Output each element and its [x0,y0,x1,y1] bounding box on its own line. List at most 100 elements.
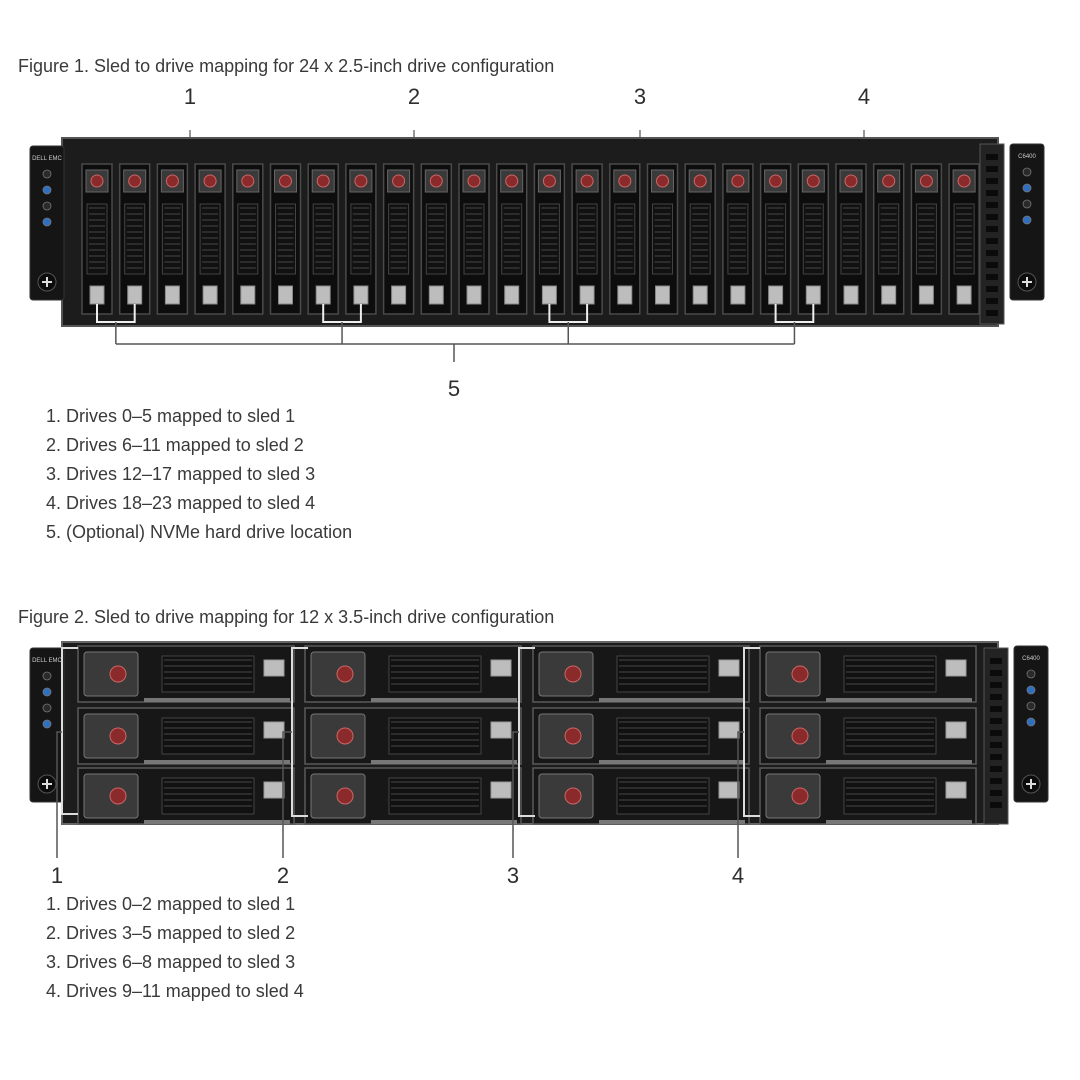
right-control-panel-status-led [1026,669,1036,679]
figure-1-callout-2: 2 [407,84,421,109]
figure-1-nvme-leaders [96,304,815,362]
side-vent-slot [986,250,998,256]
side-vent-slot [990,754,1002,760]
drive-grille [843,717,937,755]
left-control-panel-status-led [42,687,52,697]
drive-label-tab [730,285,746,305]
side-vent-slot [990,670,1002,676]
side-vent-slot [990,718,1002,724]
drive-release-button-icon [109,665,127,683]
figure-1-drive-bays [81,163,980,315]
drive-release-button-icon [542,174,556,188]
drive-label-tab [718,781,740,799]
figure-2-callout-4: 4 [731,863,745,888]
drive-release-button-icon [919,174,933,188]
drive-release-button-icon [564,665,582,683]
right-control-panel-status-led [1022,199,1032,209]
side-vent-slot [986,166,998,172]
side-vent-slot [986,298,998,304]
drive-label-tab [945,781,967,799]
drive-release-button-icon [241,174,255,188]
drive-release-button-icon [128,174,142,188]
drive-label-tab [263,659,285,677]
drive-release-button-icon [731,174,745,188]
drive-grille [161,717,255,755]
figure-1-callout-4: 4 [857,84,871,109]
side-vent-slot [990,742,1002,748]
right-control-panel-status-led [1026,701,1036,711]
side-vent-slot [990,730,1002,736]
drive-release-button-icon [354,174,368,188]
side-vent-slot [986,310,998,316]
figure-1-callout-1: 1 [183,84,197,109]
drive-label-tab [718,659,740,677]
drive-grille [388,717,482,755]
drive-label-tab [89,285,105,305]
sled-bracket [61,647,78,815]
side-vent-slot [990,706,1002,712]
drive-release-button-icon [279,174,292,188]
side-vent-slot [986,238,998,244]
drive-release-button-icon [336,665,354,683]
drive-label-tab [956,285,972,305]
drive-label-tab [881,285,897,305]
drive-rail [826,698,972,702]
drive-grille [616,655,710,693]
drive-grille [616,717,710,755]
drive-label-tab [945,721,967,739]
drive-rail [599,760,745,764]
drive-label-tab [918,285,934,305]
drive-label-tab [692,285,708,305]
right-control-panel-label: C6400 [1018,154,1036,160]
drive-label-tab [718,721,740,739]
drive-release-button-icon [882,174,896,188]
left-control-panel-plus-icon [42,277,52,287]
side-vent [979,143,1005,325]
drive-rail [144,698,290,702]
drive-release-button-icon [806,174,820,188]
right-control-panel-status-led [1022,215,1032,225]
drive-label-tab [278,285,293,305]
drive-grille [843,655,937,693]
drive-label-tab [263,781,285,799]
drive-grille [616,777,710,815]
figure-1-legend-item: 1. Drives 0–5 mapped to sled 1 [46,406,296,426]
drive-grille [388,655,482,693]
drive-release-button-icon [109,727,127,745]
right-control-panel-status-led [1022,183,1032,193]
drive-release-button-icon [505,174,519,188]
callout-leader-line [512,731,519,858]
drive-label-tab [164,285,180,305]
drive-release-button-icon [109,787,127,805]
right-control-panel-plus-icon [1022,277,1032,287]
drive-label-tab [541,285,557,305]
drive-release-button-icon [844,174,858,188]
drive-label-tab [428,285,444,305]
drive-release-button-icon [656,174,669,188]
left-control-panel-status-led [42,217,52,227]
drive-rail [371,760,517,764]
figure-2-legend-item: 4. Drives 9–11 mapped to sled 4 [46,981,304,1001]
figure-2-callout-1: 1 [50,863,64,888]
figure-2-legend: 1. Drives 0–2 mapped to sled 1 2. Drives… [46,890,304,1006]
figure-2-drive-bays [77,645,977,825]
side-vent-slot [986,178,998,184]
drive-label-tab [315,285,331,305]
drive-label-tab [504,285,520,305]
drive-grille [388,777,482,815]
figure-2-legend-item: 2. Drives 3–5 mapped to sled 2 [46,923,296,943]
callout-leader-line [56,731,62,858]
left-control-panel-status-led [42,201,52,211]
figure-2-legend-item: 3. Drives 6–8 mapped to sled 3 [46,952,296,972]
figure-2-callout-2: 2 [276,863,290,888]
side-vent-slot [986,262,998,268]
right-control-panel-label: C6400 [1022,656,1040,662]
drive-grille [161,777,255,815]
drive-release-button-icon [467,174,481,188]
drive-release-button-icon [693,174,707,188]
figure-2-sled-brackets [56,647,760,858]
drive-rail [599,820,745,824]
left-control-panel-status-led [42,719,52,729]
drive-label-tab [617,285,633,305]
figure-1-legend-item: 3. Drives 12–17 mapped to sled 3 [46,464,316,484]
